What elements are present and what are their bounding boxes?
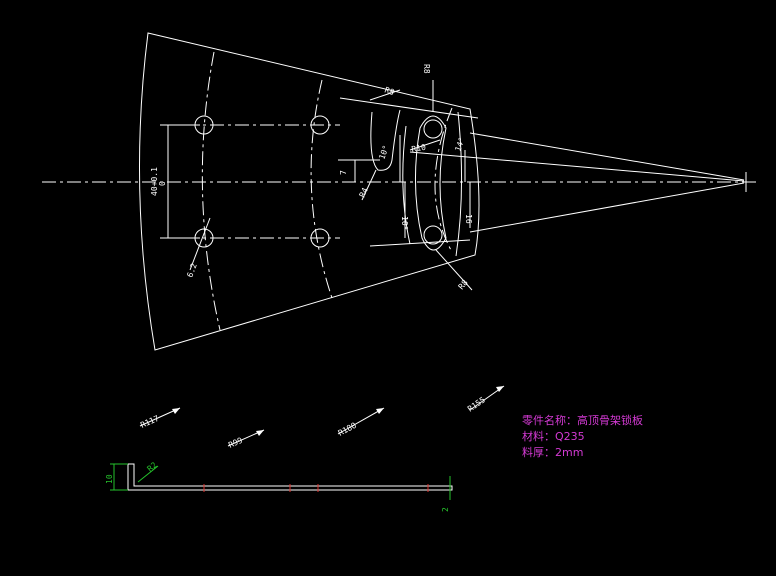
arc-r155 — [434, 107, 453, 253]
small-slot — [370, 109, 401, 171]
dim-r10: R10 — [411, 143, 427, 154]
note-part-name: 零件名称：高顶骨架锁板 — [522, 414, 643, 427]
dim-two: 2 — [441, 507, 450, 512]
dim-40: 40+0.1 — [150, 167, 159, 196]
slot-outer-arc — [455, 111, 463, 257]
dim-r2: R2 — [146, 460, 159, 473]
hole-bot-mid — [310, 228, 330, 248]
dim-line-r8-bot — [435, 249, 473, 291]
dim-ten: 10 — [105, 474, 114, 484]
dim-line-r10 — [409, 139, 441, 151]
arrow-r99 — [256, 430, 264, 436]
dim-r4: R4 — [358, 186, 370, 199]
dim-r155: R155 — [466, 395, 487, 414]
curved-slot — [414, 115, 447, 251]
hole-top-right — [423, 119, 443, 139]
dim-line-62 — [189, 217, 211, 271]
note-thickness: 料厚：2mm — [522, 446, 584, 459]
radius-line-upper — [469, 132, 745, 181]
dim-62: 6.2 — [185, 262, 198, 279]
dim-10a: 10° — [377, 144, 390, 161]
dim-r117: R117 — [139, 414, 160, 430]
dim-line-r8-top — [369, 89, 401, 101]
dim-r180: R180 — [337, 421, 358, 438]
arrow-r180 — [376, 408, 384, 414]
note-material: 材料：Q235 — [522, 430, 585, 443]
radius-line-mid — [409, 151, 745, 182]
leader-r2 — [137, 465, 159, 483]
arc-r117 — [201, 51, 221, 331]
hole-bot-right — [423, 225, 443, 245]
dim-r8-bot: R8 — [457, 278, 470, 291]
dim-r8-top2: R8 — [422, 64, 431, 74]
radius-line-lower — [469, 182, 745, 233]
dim-seven: 7 — [339, 170, 348, 175]
leader-r180 — [337, 407, 385, 435]
dim-r8-top: R8 — [383, 85, 395, 97]
arrow-r117 — [172, 408, 180, 414]
dim-line-bottom-edge — [369, 239, 471, 247]
dim-10b: 10° — [400, 216, 409, 230]
dim-r99: R99 — [227, 436, 244, 450]
dim-40-b: 0 — [158, 181, 167, 186]
dim-16: 16 — [464, 214, 473, 224]
sector-outline — [139, 32, 480, 351]
arrow-r155 — [496, 386, 504, 392]
dim-line-top-edge — [339, 97, 479, 119]
arc-r99 — [310, 79, 333, 299]
dim-line-r4 — [361, 169, 377, 201]
hole-top-mid — [310, 115, 330, 135]
slot-inner-arc — [402, 125, 411, 245]
